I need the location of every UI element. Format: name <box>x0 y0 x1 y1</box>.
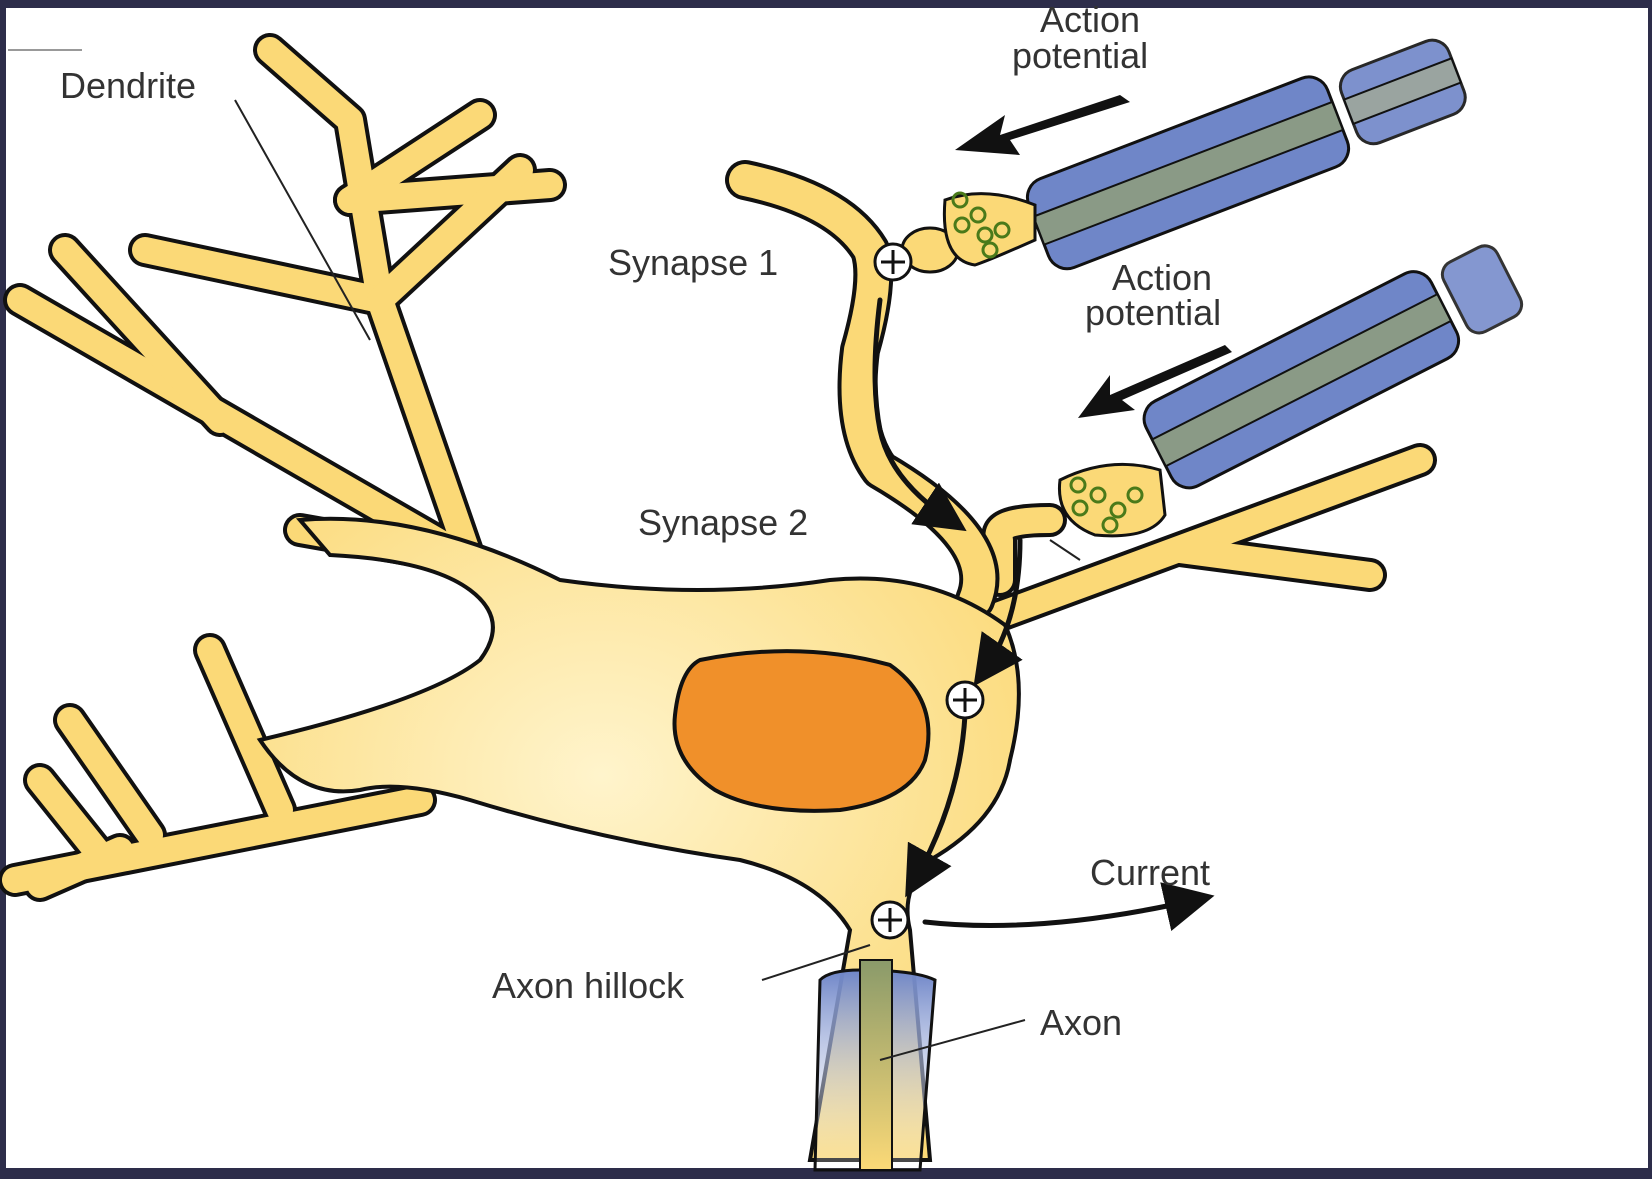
current-label: Current <box>1090 852 1210 893</box>
action-potential-label-1-line-1: Action <box>1040 0 1140 40</box>
axon-hillock-label: Axon hillock <box>492 965 685 1006</box>
axon-label: Axon <box>1040 1002 1122 1043</box>
dendrite-label: Dendrite <box>60 65 196 106</box>
plus-circle-icon <box>872 902 908 938</box>
nucleus <box>675 651 929 811</box>
synapse-2-label: Synapse 2 <box>638 502 808 543</box>
synapse-1-label: Synapse 1 <box>608 242 778 283</box>
action-potential-label-1-line-2: potential <box>1012 35 1148 76</box>
plus-circle-icon <box>875 244 911 280</box>
axon <box>815 960 935 1170</box>
plus-circle-icon <box>947 682 983 718</box>
action-potential-label-2-line-2: potential <box>1085 292 1221 333</box>
